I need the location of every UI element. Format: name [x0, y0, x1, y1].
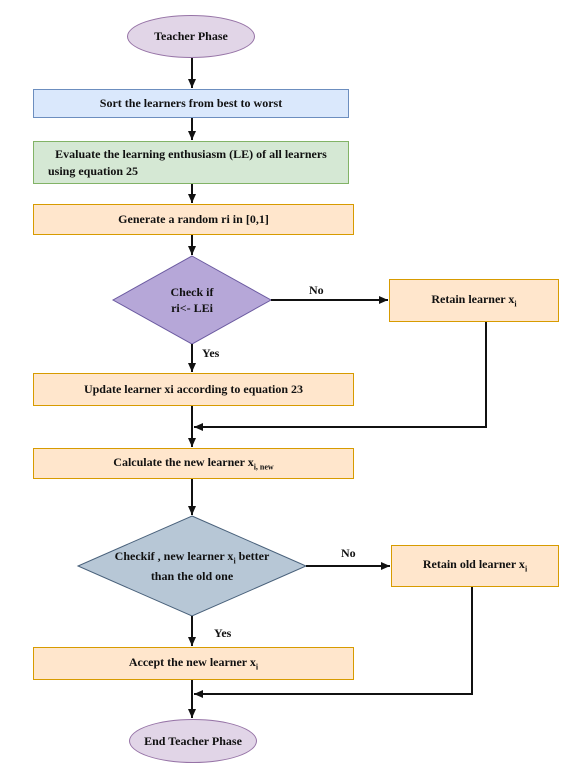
evaluate-label-line1: Evaluate the learning enthusiasm (LE) of… [55, 147, 327, 162]
accept-label-sub: i [255, 662, 259, 672]
start-label: Teacher Phase [154, 29, 228, 44]
evaluate-step: Evaluate the learning enthusiasm (LE) of… [33, 141, 349, 184]
retain-old-learner-step: Retain old learner xi [391, 545, 559, 587]
no-label-1: No [309, 283, 324, 297]
retain1-label-text: Retain learner x [431, 291, 515, 306]
yes-label-2: Yes [214, 626, 232, 640]
accept-label-text: Accept the new learner x [128, 654, 256, 669]
check1-label-line1: Check if [170, 284, 214, 299]
check2-label-after: better [235, 549, 270, 564]
calculate-step: Calculate the new learner xi, new [33, 448, 354, 479]
calc-label-sub: i, new [253, 462, 274, 472]
retain1-label-sub: i [514, 299, 517, 309]
generate-step: Generate a random ri in [0,1] [33, 204, 354, 235]
sort-step: Sort the learners from best to worst [33, 89, 349, 118]
check2-label-sub: i [233, 556, 236, 566]
update-label: Update learner xi according to equation … [83, 382, 304, 397]
check2-label-line2: than the old one [150, 568, 234, 583]
edge-retain2-merge [194, 587, 473, 698]
check2-label-text: Checkif , new learner x [114, 549, 234, 564]
edge-retain1-merge [194, 322, 487, 431]
generate-label: Generate a random ri in [0,1] [118, 212, 269, 227]
check1-label-line2: ri<- LEi [171, 301, 213, 315]
update-step: Update learner xi according to equation … [33, 373, 354, 406]
calc-label: Calculate the new learner xi, new [113, 454, 273, 473]
yes-label-1: Yes [202, 346, 220, 360]
end-label: End Teacher Phase [144, 733, 242, 748]
sort-label: Sort the learners from best to worst [99, 96, 283, 111]
start-node: Teacher Phase [127, 15, 255, 58]
retain2-label-sub: i [524, 564, 528, 574]
calc-label-text: Calculate the new learner x [113, 454, 254, 469]
check1-text: Check if ri<- LEi [133, 278, 251, 322]
accept-step: Accept the new learner xi [33, 647, 354, 680]
end-node: End Teacher Phase [129, 719, 257, 763]
accept-label: Accept the new learner xi [129, 654, 258, 673]
retain2-label-text: Retain old learner x [422, 557, 525, 572]
check2-label-line1: Checkif , new learner xi better [115, 548, 270, 567]
evaluate-label-line2: using equation 25 [48, 163, 139, 178]
retain2-label: Retain old learner xi [423, 556, 527, 575]
retain1-label: Retain learner xi [431, 291, 516, 310]
retain-learner-step: Retain learner xi [389, 279, 559, 322]
check2-text: Checkif , new learner xi better than the… [92, 546, 292, 586]
no-label-2: No [341, 546, 356, 560]
